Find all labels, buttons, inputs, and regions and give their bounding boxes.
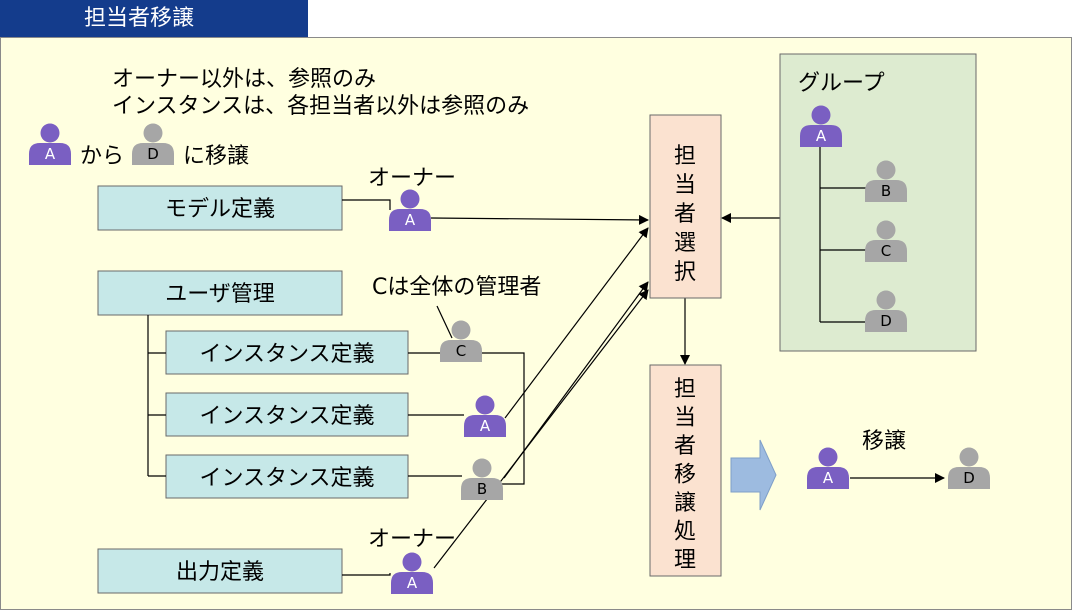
- note-transfer-from: から: [80, 144, 124, 169]
- group-box: [779, 53, 977, 352]
- arrows-to-selection: [430, 213, 780, 569]
- box-output-definition: [97, 548, 343, 594]
- owner-label-bottom: オーナー: [368, 527, 456, 552]
- owner-a-bottom-letter: A: [407, 574, 418, 592]
- result-a-letter: A: [823, 469, 834, 487]
- process-select-char: 当: [674, 173, 696, 198]
- process-transfer-char: 処: [674, 520, 696, 545]
- user-d-letter: D: [147, 145, 159, 163]
- box-instance-1: [165, 330, 409, 375]
- group-a-letter: A: [816, 127, 827, 145]
- box-user-management: [97, 270, 343, 316]
- user-c-letter: C: [456, 342, 466, 360]
- process-select-char: 選: [674, 231, 696, 256]
- c-admin-label: Cは全体の管理者: [372, 275, 541, 300]
- user-a-letter: A: [45, 145, 56, 163]
- result-d-letter: D: [963, 469, 975, 487]
- instance-b-letter: B: [477, 480, 487, 498]
- block-arrow-icon: [730, 439, 777, 511]
- instance-a-letter: A: [480, 417, 491, 435]
- box-instance-3: [165, 454, 409, 499]
- note-owner-only: オーナー以外は、参照のみ: [112, 67, 376, 92]
- process-transfer-box: [649, 364, 722, 577]
- box-instance-3-label: インスタンス定義: [199, 466, 374, 491]
- group-d-letter: D: [880, 312, 892, 330]
- transfer-label: 移譲: [862, 429, 906, 454]
- process-select-box: [649, 114, 722, 299]
- owner-a-top-letter: A: [405, 211, 416, 229]
- process-transfer-char: 移: [674, 463, 696, 488]
- group-b-letter: B: [881, 182, 891, 200]
- process-transfer-char: 者: [674, 434, 696, 459]
- box-instance-2: [165, 392, 409, 437]
- box-output-label: 出力定義: [176, 560, 264, 585]
- box-instance-2-label: インスタンス定義: [199, 404, 374, 429]
- group-label: グループ: [798, 71, 885, 96]
- owner-connector-lines: [342, 199, 525, 576]
- process-transfer-char: 担: [674, 377, 696, 402]
- process-select-char: 担: [674, 144, 696, 169]
- box-model-definition: [97, 185, 343, 231]
- process-select-char: 択: [674, 260, 696, 285]
- group-c-letter: C: [881, 242, 891, 260]
- box-instance-1-label: インスタンス定義: [199, 342, 374, 367]
- process-transfer-char: 理: [674, 548, 696, 573]
- box-model-label: モデル定義: [165, 197, 275, 222]
- process-transfer-char: 当: [674, 406, 696, 431]
- process-transfer-char: 譲: [674, 491, 696, 516]
- process-select-char: 者: [674, 202, 696, 227]
- page-title: 担当者移譲: [0, 0, 308, 37]
- note-instance-owner: インスタンスは、各担当者以外は参照のみ: [112, 94, 529, 119]
- user-mgmt-tree-lines: [147, 315, 166, 477]
- box-user-mgmt-label: ユーザ管理: [165, 282, 275, 307]
- group-tree-lines: [819, 145, 866, 323]
- note-transfer-to: に移譲: [183, 144, 249, 169]
- owner-label-top: オーナー: [368, 166, 456, 191]
